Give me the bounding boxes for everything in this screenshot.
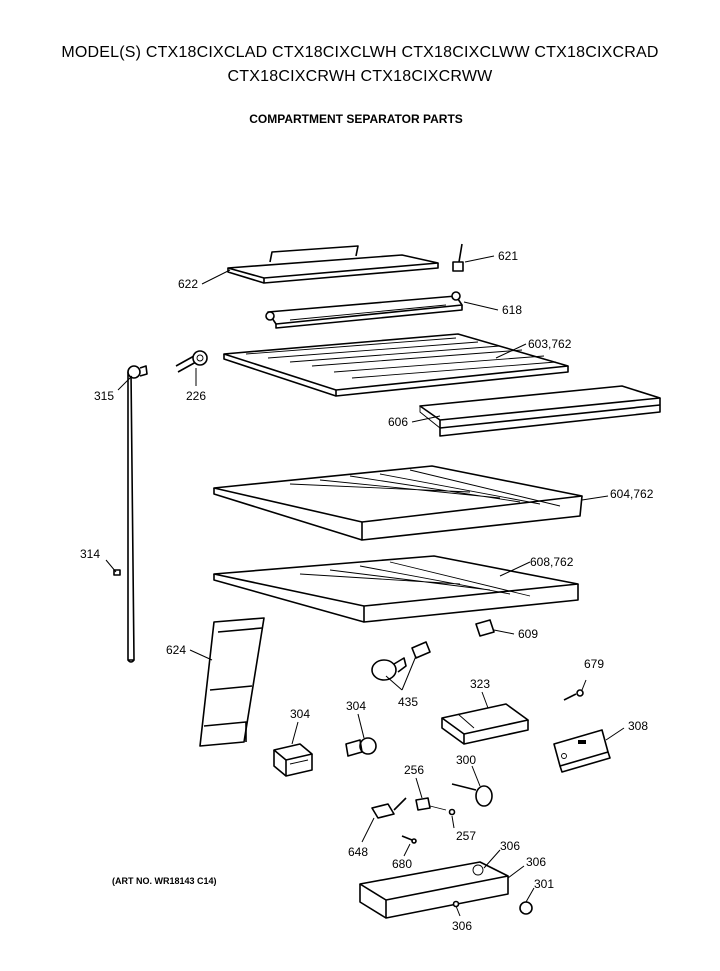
- callout-604: 604,762: [610, 487, 654, 501]
- model-list-line-1: MODEL(S) CTX18CIXCLAD CTX18CIXCLWH CTX18…: [61, 44, 659, 61]
- part-648-thermostat: [371, 797, 407, 819]
- part-624-duct: [199, 617, 265, 747]
- callout-314: 314: [80, 547, 100, 561]
- callout-300: 300: [456, 753, 476, 767]
- callout-621: 621: [498, 249, 518, 263]
- part-304-overload: [345, 737, 377, 757]
- callout-308: 308: [628, 719, 648, 733]
- part-618-bracket: [265, 291, 463, 329]
- part-323-housing: [441, 703, 529, 745]
- part-301-knob: [519, 901, 533, 915]
- callout-306a: 306: [500, 839, 520, 853]
- part-435-bulb: [371, 641, 431, 681]
- callout-603: 603,762: [528, 337, 572, 351]
- callout-304a: 304: [290, 707, 310, 721]
- callout-608: 608,762: [530, 555, 574, 569]
- section-title: COMPARTMENT SEPARATOR PARTS: [249, 112, 463, 126]
- callout-257: 257: [456, 829, 476, 843]
- part-314-315-rod: [113, 365, 148, 663]
- part-300-capacitor: [451, 783, 493, 807]
- callout-256: 256: [404, 763, 424, 777]
- part-622-cover: [227, 245, 439, 284]
- part-608-pan: [213, 555, 579, 623]
- callout-648: 648: [348, 845, 368, 859]
- callout-304b: 304: [346, 699, 366, 713]
- callout-679: 679: [584, 657, 604, 671]
- model-list-line-2: CTX18CIXCRWH CTX18CIXCRWW: [227, 68, 493, 85]
- part-603-shelf: [223, 333, 569, 397]
- callout-622: 622: [178, 277, 198, 291]
- part-226-screw: [175, 350, 208, 373]
- callout-306c: 306: [452, 919, 472, 933]
- art-number: (ART NO. WR18143 C14): [112, 876, 217, 886]
- part-256-switch: [415, 797, 456, 816]
- callout-624: 624: [166, 643, 186, 657]
- part-609-clip: [475, 619, 495, 637]
- callout-306b: 306: [526, 855, 546, 869]
- part-308-board: [553, 729, 611, 773]
- callout-323: 323: [470, 677, 490, 691]
- callout-680: 680: [392, 857, 412, 871]
- callout-618: 618: [502, 303, 522, 317]
- callout-226: 226: [186, 389, 206, 403]
- part-621-connector: [452, 243, 464, 272]
- callout-315: 315: [94, 389, 114, 403]
- part-306-box: [359, 861, 509, 919]
- callout-435: 435: [398, 695, 418, 709]
- leader-lines: [105, 255, 625, 917]
- callout-609: 609: [518, 627, 538, 641]
- part-304-relay: [273, 743, 313, 777]
- part-680-screw: [401, 835, 417, 844]
- callout-606: 606: [388, 415, 408, 429]
- part-679-screw: [563, 689, 584, 701]
- part-604-pan: [213, 465, 583, 541]
- callout-301: 301: [534, 877, 554, 891]
- part-606-panel: [419, 385, 661, 437]
